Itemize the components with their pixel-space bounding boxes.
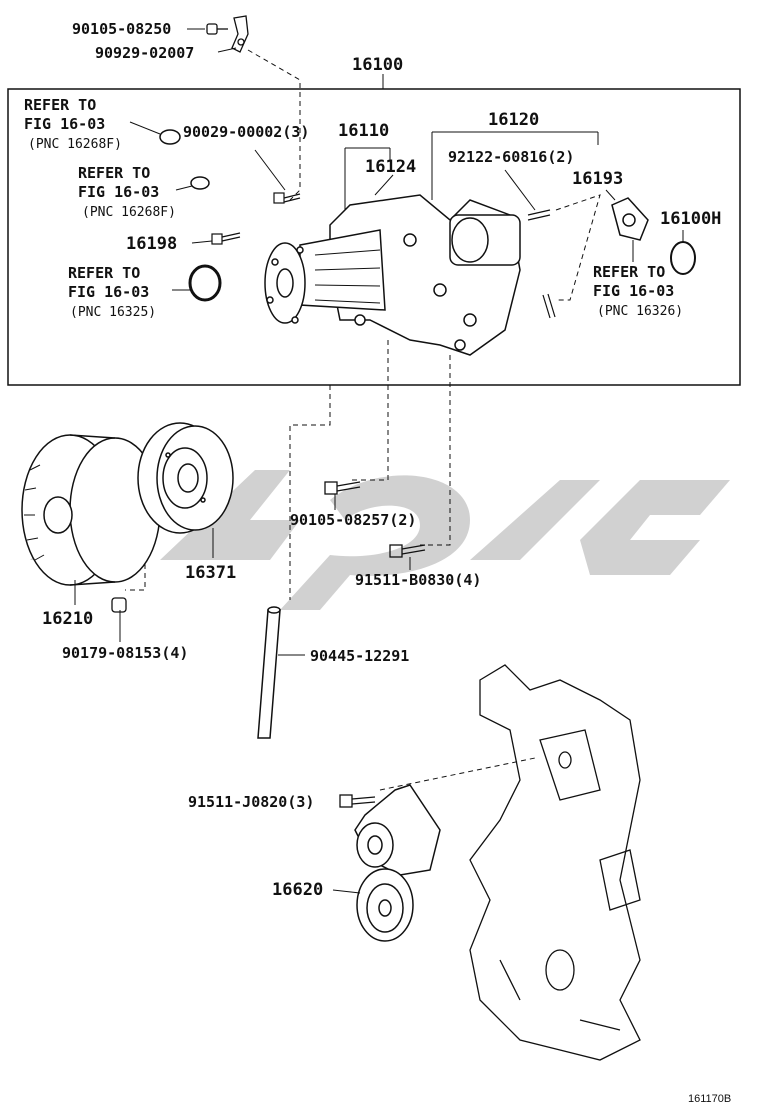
fan-clutch-icon bbox=[21, 434, 161, 586]
label-90105-08257: 90105-08257(2) bbox=[290, 511, 416, 529]
label-90105-08250: 90105-08250 bbox=[72, 20, 171, 38]
bracket-bolt-icon bbox=[206, 15, 249, 53]
label-16620: 16620 bbox=[272, 880, 323, 900]
label-91511-J0820: 91511-J0820(3) bbox=[188, 793, 314, 811]
bracket-16110 bbox=[344, 147, 391, 215]
label-refer4-line3: (PNC 16326) bbox=[597, 304, 683, 319]
figure-code: 161170B bbox=[688, 1093, 731, 1105]
label-16193: 16193 bbox=[572, 169, 623, 189]
bolt-icon bbox=[324, 481, 361, 495]
label-refer3-line2: FIG 16-03 bbox=[68, 283, 149, 301]
label-16100: 16100 bbox=[352, 55, 403, 75]
dashed-guide bbox=[420, 355, 451, 546]
nut-icon bbox=[111, 597, 127, 613]
gasket-icon bbox=[611, 197, 649, 241]
label-16210: 16210 bbox=[42, 609, 93, 629]
label-16198: 16198 bbox=[126, 234, 177, 254]
label-refer3-line1: REFER TO bbox=[68, 264, 140, 282]
tensioner-icon bbox=[354, 784, 441, 942]
dashed-stud-line bbox=[555, 194, 601, 301]
label-90179-08153: 90179-08153(4) bbox=[62, 644, 188, 662]
label-refer1-line1: REFER TO bbox=[24, 96, 96, 114]
label-92122-60816: 92122-60816(2) bbox=[448, 148, 574, 166]
engine-block-icon bbox=[469, 664, 641, 1061]
o-ring-icon bbox=[159, 129, 181, 145]
leader-92122 bbox=[504, 169, 536, 211]
dashed-guide bbox=[289, 385, 331, 600]
label-16120: 16120 bbox=[488, 110, 539, 130]
leader-16124 bbox=[374, 174, 394, 196]
label-refer4-line2: FIG 16-03 bbox=[593, 282, 674, 300]
seal-ring-icon bbox=[188, 264, 222, 302]
leader-16620 bbox=[332, 889, 361, 894]
label-91511-B0830: 91511-B0830(4) bbox=[355, 571, 481, 589]
dashed-guide bbox=[125, 555, 146, 591]
label-refer2-line2: FIG 16-03 bbox=[78, 183, 159, 201]
leader-16193 bbox=[605, 189, 616, 201]
label-16371: 16371 bbox=[185, 563, 236, 583]
bolt-icon bbox=[273, 192, 301, 204]
leader-refer2 bbox=[175, 185, 193, 191]
pulley-icon bbox=[137, 422, 234, 534]
assembly-box bbox=[7, 88, 741, 386]
water-pump-icon bbox=[264, 194, 521, 356]
dashed-bracket-line bbox=[247, 49, 301, 201]
label-refer4-line1: REFER TO bbox=[593, 263, 665, 281]
label-refer3-line3: (PNC 16325) bbox=[70, 305, 156, 320]
leader-refer1 bbox=[129, 121, 161, 135]
label-16110: 16110 bbox=[338, 121, 389, 141]
label-refer2-line3: (PNC 16268F) bbox=[82, 205, 176, 220]
dashed-guide bbox=[350, 340, 389, 481]
label-refer1-line2: FIG 16-03 bbox=[24, 115, 105, 133]
pipe-icon bbox=[257, 606, 281, 739]
o-ring-icon bbox=[190, 176, 210, 190]
label-90929-02007: 90929-02007 bbox=[95, 44, 194, 62]
label-90029-00002: 90029-00002(3) bbox=[183, 123, 309, 141]
bolt-icon bbox=[389, 544, 426, 558]
leader-bracket-top bbox=[217, 47, 237, 53]
o-ring-icon bbox=[670, 241, 696, 275]
bracket-16120 bbox=[431, 131, 599, 200]
label-90445-12291: 90445-12291 bbox=[310, 647, 409, 665]
leader-16198 bbox=[191, 240, 213, 244]
label-16100H: 16100H bbox=[660, 209, 721, 229]
dashed-guide bbox=[379, 757, 536, 791]
label-16124: 16124 bbox=[365, 157, 416, 177]
leader-90029 bbox=[254, 149, 286, 191]
bolt-icon bbox=[339, 794, 376, 808]
bolt-icon bbox=[211, 232, 241, 245]
stud-icon bbox=[527, 209, 556, 319]
label-refer2-line1: REFER TO bbox=[78, 164, 150, 182]
label-refer1-line3: (PNC 16268F) bbox=[28, 137, 122, 152]
